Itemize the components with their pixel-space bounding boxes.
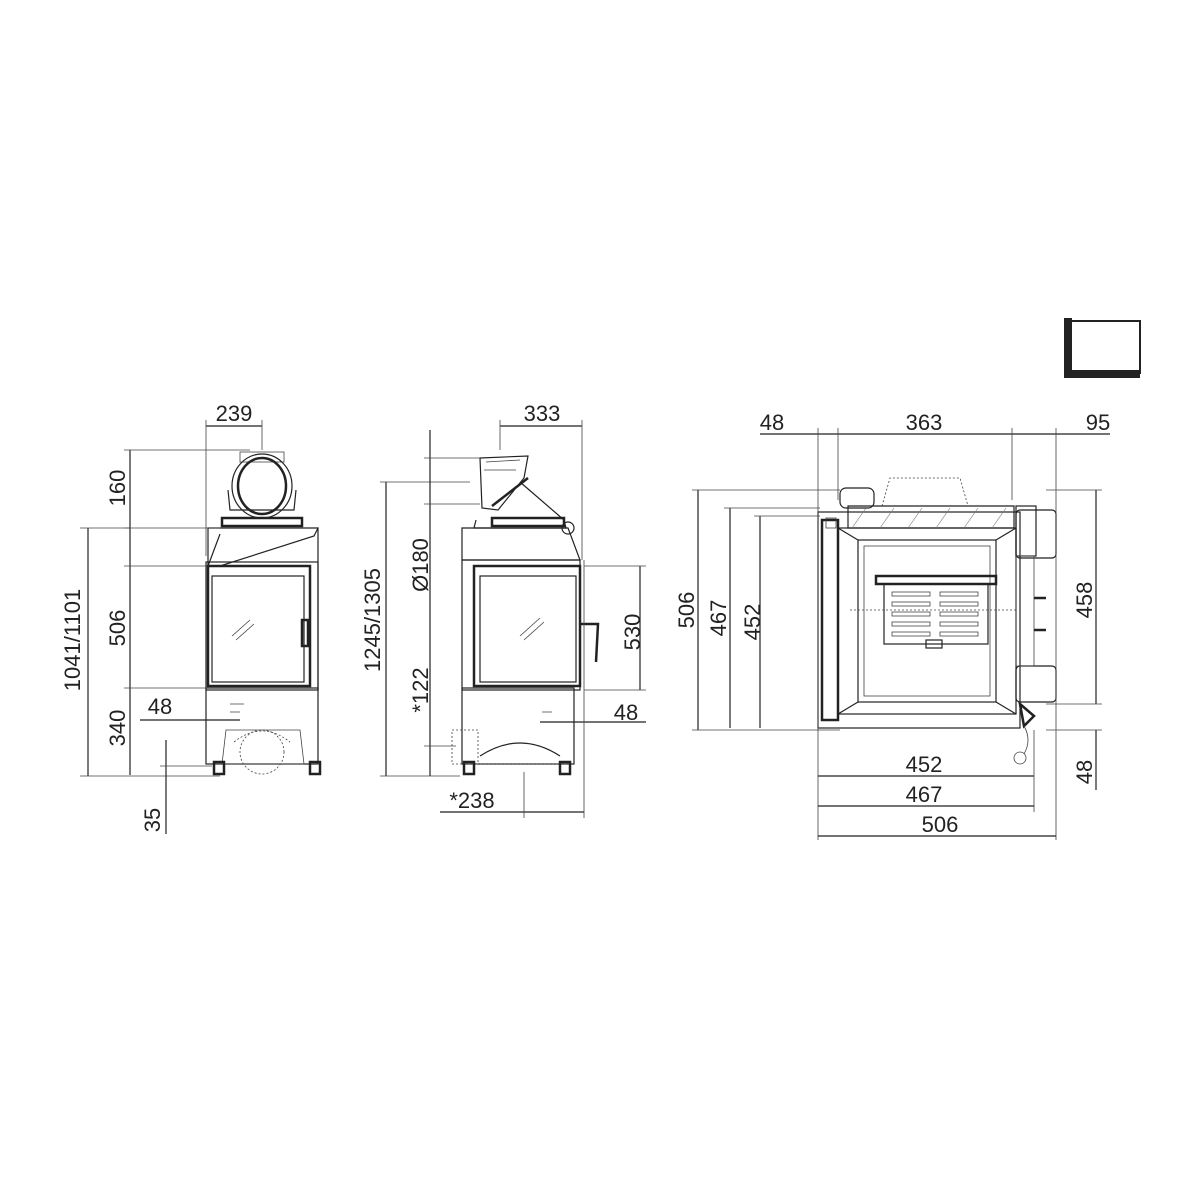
side-overall-height-dim: 1245/1305	[360, 568, 385, 672]
top-depth-452-dim: 452	[740, 604, 765, 641]
top-depth-467-dim: 467	[706, 600, 731, 637]
base-height-dim: 340	[105, 710, 130, 747]
front-side-offset-dim: 48	[148, 694, 172, 719]
front-width-dim: 239	[216, 401, 253, 426]
side-door-height-dim: 530	[620, 614, 645, 651]
flue-diameter-dim: Ø180	[408, 538, 433, 592]
top-width-506-dim: 506	[922, 812, 959, 837]
side-view: 333 1245/1305 Ø180 *122 530 48 *238	[360, 401, 646, 818]
top-inner-width-dim: 363	[906, 410, 943, 435]
overall-height-dim: 1041/1101	[60, 589, 85, 691]
side-offset-dim: 48	[614, 700, 638, 725]
top-right-margin-dim: 95	[1086, 410, 1110, 435]
grate-slots	[891, 591, 979, 637]
corner-shape-icon	[1064, 318, 1141, 378]
door-height-dim: 506	[105, 610, 130, 647]
brick-hatch	[851, 507, 1007, 529]
top-bottom-right-dim: 48	[1072, 760, 1097, 784]
ash-height-dim: *122	[408, 667, 433, 712]
top-right-depth-dim: 458	[1072, 582, 1097, 619]
base-depth-dim: *238	[449, 788, 494, 813]
side-depth-dim: 333	[524, 401, 561, 426]
top-width-467-dim: 467	[906, 782, 943, 807]
front-view: 239 160 506 340 1041/1101 48 35	[60, 401, 322, 834]
flue-height-dim: 160	[105, 470, 130, 507]
feet-height-dim: 35	[140, 808, 165, 832]
top-width-452-dim: 452	[906, 752, 943, 777]
top-depth-506-dim: 506	[674, 592, 699, 629]
top-view: 48 363 95 506 467 452 458 452 467 506 48	[674, 410, 1110, 840]
top-left-margin-dim: 48	[760, 410, 784, 435]
